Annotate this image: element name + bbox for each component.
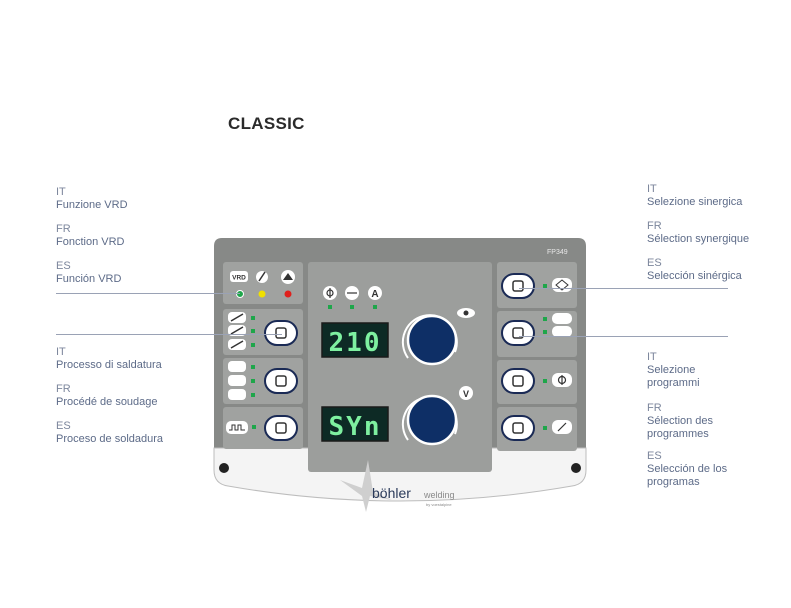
vrd-led-red [284, 290, 292, 298]
pulse-icon [226, 421, 248, 434]
program-2-icon [552, 326, 572, 337]
model-code: FP349 [547, 249, 568, 256]
brand-tag: by voestalpine [426, 502, 452, 507]
display-top [321, 322, 389, 358]
panel-bottom-band [213, 447, 587, 502]
current-icon [368, 286, 382, 300]
screw-left [219, 463, 229, 473]
display-bottom [321, 406, 389, 442]
process-button[interactable] [264, 320, 298, 346]
gas-button[interactable] [501, 415, 535, 441]
program-1-icon [552, 313, 572, 324]
pulse-button[interactable] [264, 415, 298, 441]
svg-text:V: V [463, 389, 469, 399]
wire-diameter-button[interactable] [501, 368, 535, 394]
program-button[interactable] [501, 320, 535, 346]
synergic-button[interactable] [501, 273, 535, 299]
spot-icon [228, 389, 246, 400]
brand-name: böhler [372, 485, 411, 501]
logo-star-icon [340, 460, 392, 512]
knob-top[interactable] [406, 314, 458, 366]
trigger-icons [228, 361, 255, 400]
amp-label: A [371, 289, 378, 300]
vrd-icon [230, 271, 248, 282]
trigger-2t-icon [228, 361, 246, 372]
screw-right [571, 463, 581, 473]
brand-sub: welding [423, 490, 455, 500]
knob-bottom[interactable] [406, 394, 458, 446]
trigger-button[interactable] [264, 368, 298, 394]
display-bottom-value: SYn [329, 412, 382, 442]
trigger-4t-icon [228, 375, 246, 386]
display-top-value: 210 [329, 328, 382, 358]
page-title: CLASSIC [228, 114, 305, 133]
vrd-led-yellow [258, 290, 266, 298]
volt-icon [459, 386, 473, 400]
vrd-icon-label: VRD [232, 275, 246, 282]
process-icons [228, 312, 255, 350]
